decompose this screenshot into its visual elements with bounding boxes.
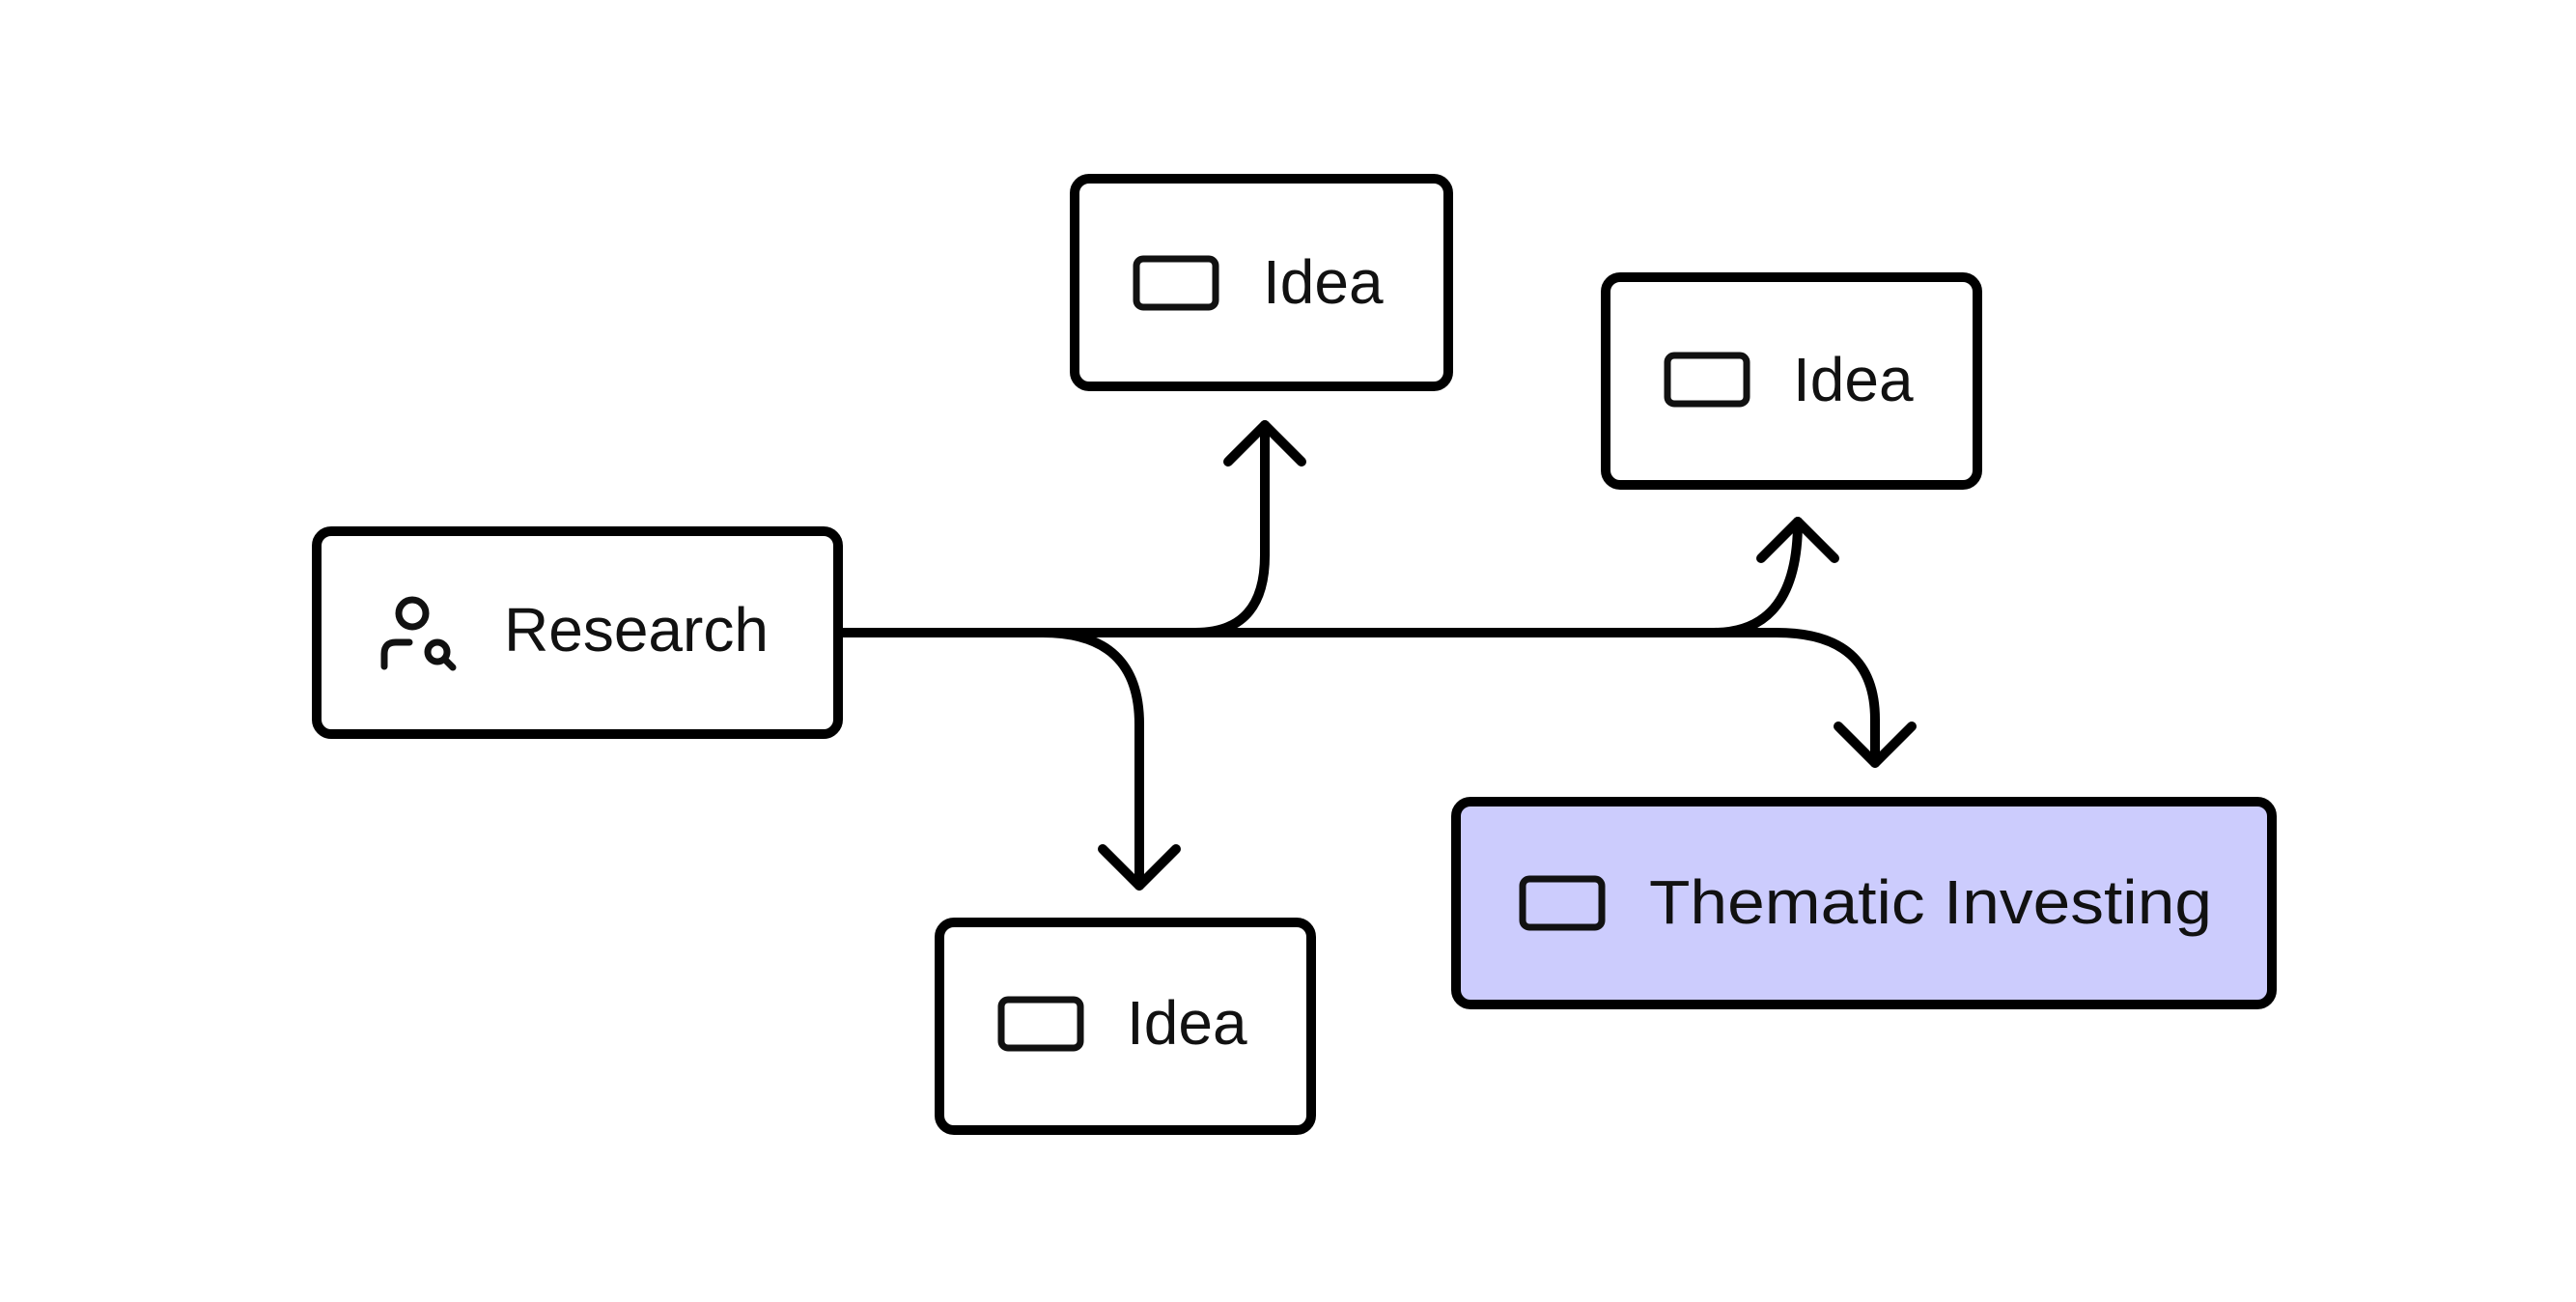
- node-idea-top-box: [1070, 174, 1453, 391]
- node-thematic-investing-label: Thematic Investing: [1649, 867, 2212, 937]
- rectangle-icon: [1133, 255, 1219, 311]
- node-idea-bottom-box: [935, 918, 1316, 1135]
- node-idea-top[interactable]: Idea: [1070, 174, 1453, 391]
- arrowhead-idea-top: [1223, 420, 1306, 467]
- arrowhead-idea-bottom: [1098, 844, 1181, 891]
- node-thematic-investing-box: [1451, 797, 2277, 1009]
- arrowhead-thematic-investing: [1834, 722, 1917, 768]
- connector-to-idea-bottom: [1038, 628, 1144, 891]
- node-research-label: Research: [504, 595, 769, 665]
- user-search-icon: [380, 596, 457, 671]
- node-research[interactable]: Research: [312, 526, 843, 739]
- node-idea-right[interactable]: Idea: [1601, 272, 1982, 490]
- node-research-box: [312, 526, 843, 739]
- rectangle-icon: [1519, 875, 1606, 931]
- node-idea-bottom-label: Idea: [1127, 988, 1247, 1058]
- node-idea-right-box: [1601, 272, 1982, 490]
- node-thematic-investing[interactable]: Thematic Investing: [1451, 797, 2277, 1009]
- connector-to-thematic-investing: [1709, 628, 1880, 768]
- node-idea-bottom[interactable]: Idea: [935, 918, 1316, 1135]
- connector-to-idea-top: [1154, 420, 1270, 637]
- node-idea-top-label: Idea: [1263, 247, 1384, 317]
- arrowhead-idea-right: [1756, 517, 1839, 563]
- rectangle-icon: [997, 996, 1084, 1052]
- node-idea-right-label: Idea: [1793, 345, 1914, 414]
- rectangle-icon: [1664, 352, 1750, 408]
